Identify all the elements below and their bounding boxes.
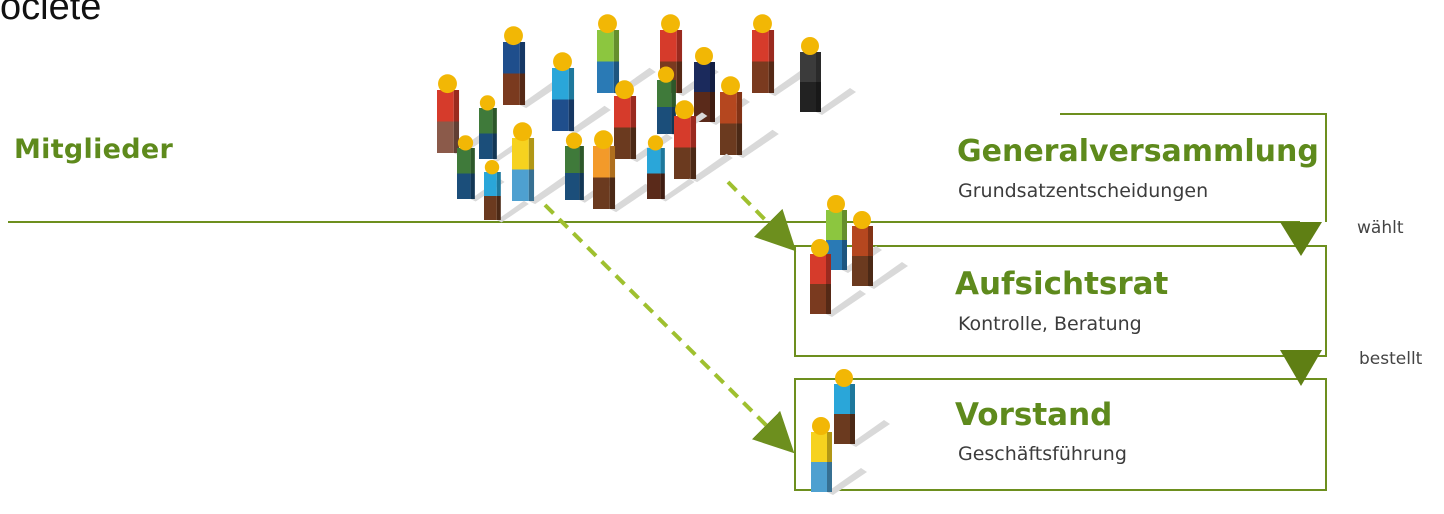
person-figure [512,122,571,205]
person-figure [552,52,611,135]
vorstand-subtitle: Geschäftsführung [958,443,1127,465]
members-label: Mitglieder [14,134,174,165]
gv-bracket [1060,113,1327,222]
vorstand-figures-illustration [811,369,890,495]
person-figure [593,130,652,213]
dashed-arrow-to-aufsichtsrat [726,180,797,252]
aufsichtsrat-title: Aufsichtsrat [955,266,1169,302]
person-figure [647,135,695,202]
person-figure [800,37,856,115]
aufsichtsrat-figures-illustration [810,195,908,317]
person-figure [852,211,908,289]
person-figure [810,239,866,317]
person-figure [657,66,708,137]
person-figure [484,160,529,223]
members-crowd-illustration [437,14,856,223]
cut-off-heading-fragment: ociete [0,0,102,28]
person-figure [503,26,562,109]
aufsichtsrat-subtitle: Kontrolle, Beratung [958,313,1142,335]
generalversammlung-title: Generalversammlung [957,134,1319,169]
dashed-arrow-to-vorstand [543,203,795,454]
vorstand-box [794,378,1327,491]
person-figure [674,100,733,183]
elects-arrow-triangle [1280,222,1322,256]
vorstand-title: Vorstand [955,397,1113,433]
person-figure [720,76,779,159]
generalversammlung-subtitle: Grundsatzentscheidungen [958,180,1209,202]
elects-label: wählt [1357,218,1404,238]
appoints-arrow-triangle [1280,350,1322,386]
aufsichtsrat-box [794,245,1327,357]
person-figure [811,417,867,495]
person-figure [834,369,890,447]
appoints-label: bestellt [1359,349,1423,369]
